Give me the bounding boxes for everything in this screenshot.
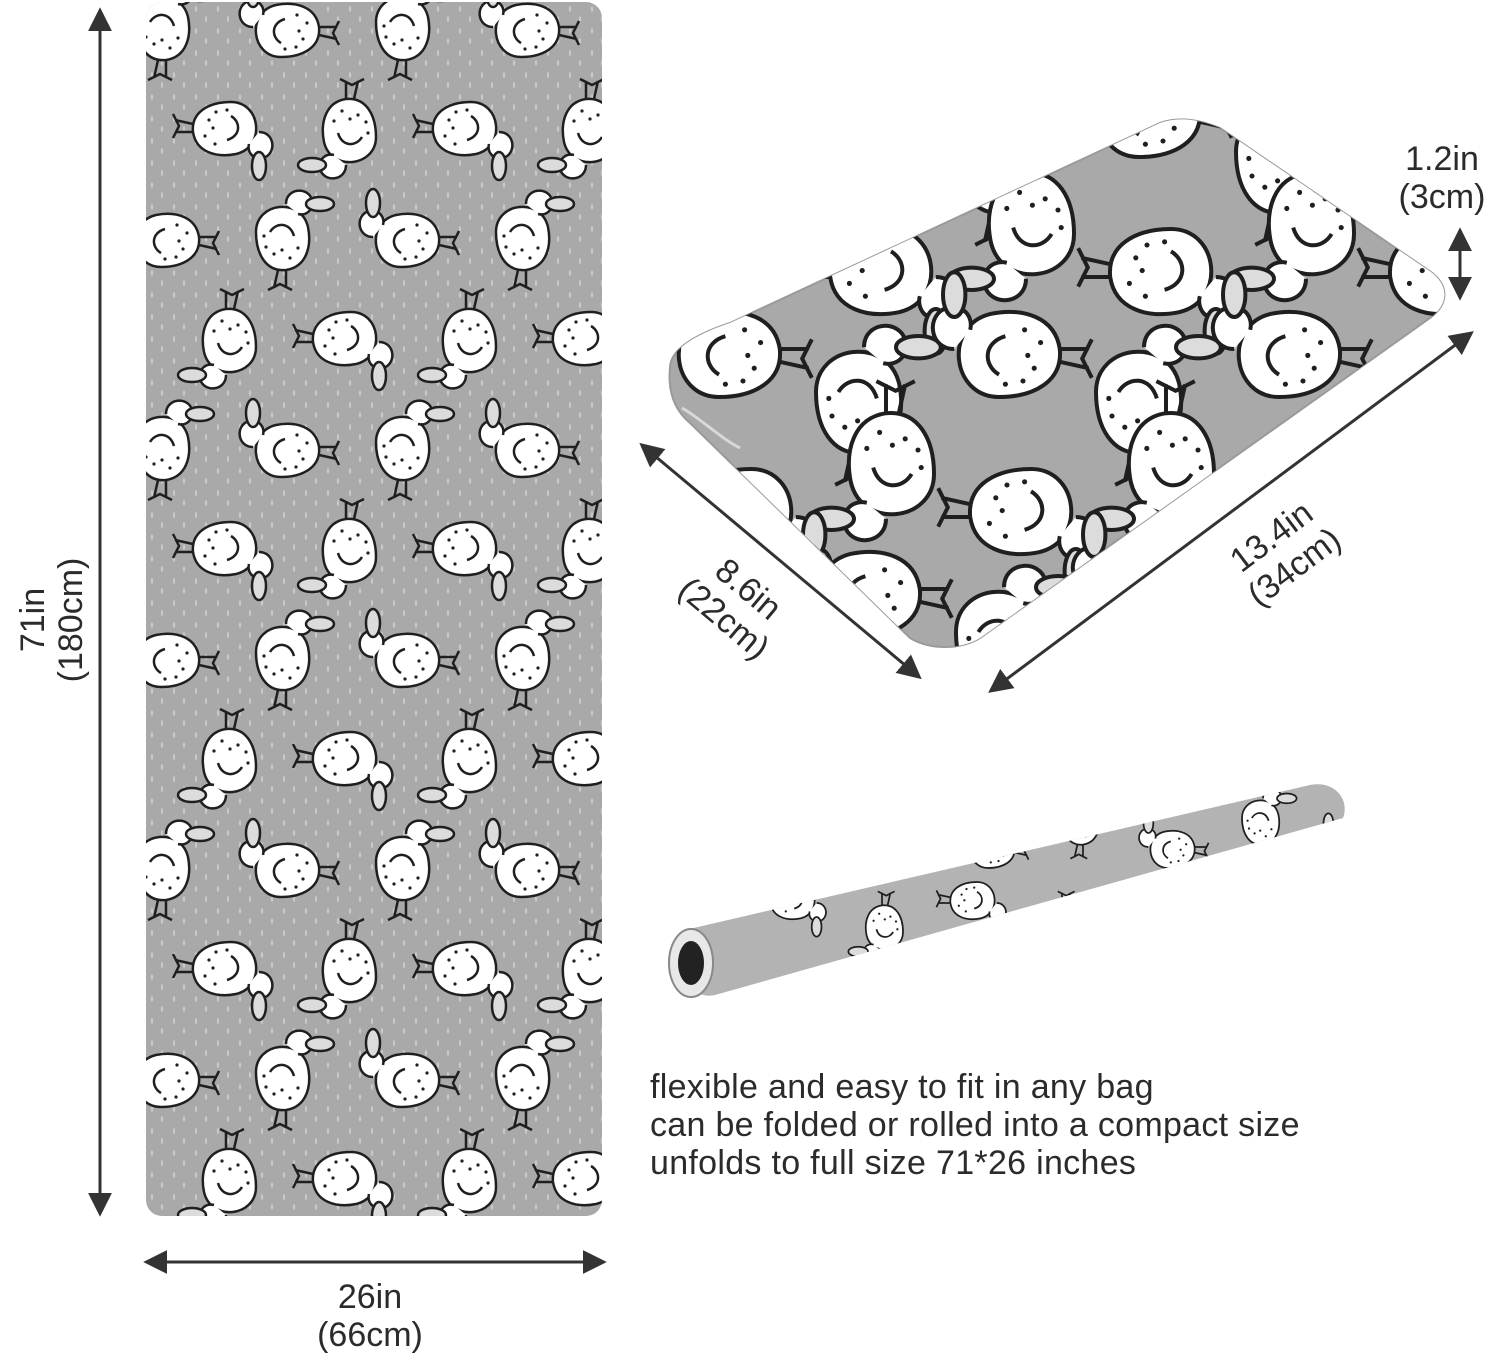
description-line: can be folded or rolled into a compact s…	[650, 1106, 1300, 1144]
rolled-mat-graphic	[668, 784, 1345, 998]
thickness-cm: (3cm)	[1398, 178, 1486, 216]
width-inches: 26in	[337, 1278, 403, 1316]
rolled-mat-view	[655, 770, 1355, 1020]
duck-motif	[1369, 381, 1450, 540]
height-inches: 71in	[14, 587, 52, 653]
duck-motif	[676, 118, 801, 245]
thickness-inches: 1.2in	[1405, 140, 1479, 178]
description-line: flexible and easy to fit in any bag	[650, 1068, 1154, 1106]
height-cm: (180cm)	[52, 557, 90, 683]
mat-full-view	[146, 2, 602, 1216]
duck-pattern-graphic	[146, 2, 602, 1216]
thickness-label: 1.2in (3cm)	[1380, 140, 1500, 216]
duck-motif	[1115, 881, 1187, 938]
duck-motif	[778, 812, 850, 869]
duck-motif	[669, 141, 794, 300]
duck-motif	[701, 788, 758, 860]
duck-motif	[1295, 881, 1345, 938]
duck-motif	[1318, 812, 1345, 869]
width-cm: (66cm)	[317, 1316, 423, 1354]
width-label: 26in (66cm)	[300, 1278, 440, 1354]
duck-motif	[1353, 512, 1450, 637]
duck-motif	[881, 788, 938, 860]
description-line: unfolds to full size 71*26 inches	[650, 1144, 1137, 1182]
duck-motif	[1207, 890, 1264, 962]
height-label: 71in (180cm)	[14, 550, 90, 690]
feature-description: flexible and easy to fit in any bag can …	[650, 1068, 1300, 1182]
duck-motif	[793, 118, 952, 157]
